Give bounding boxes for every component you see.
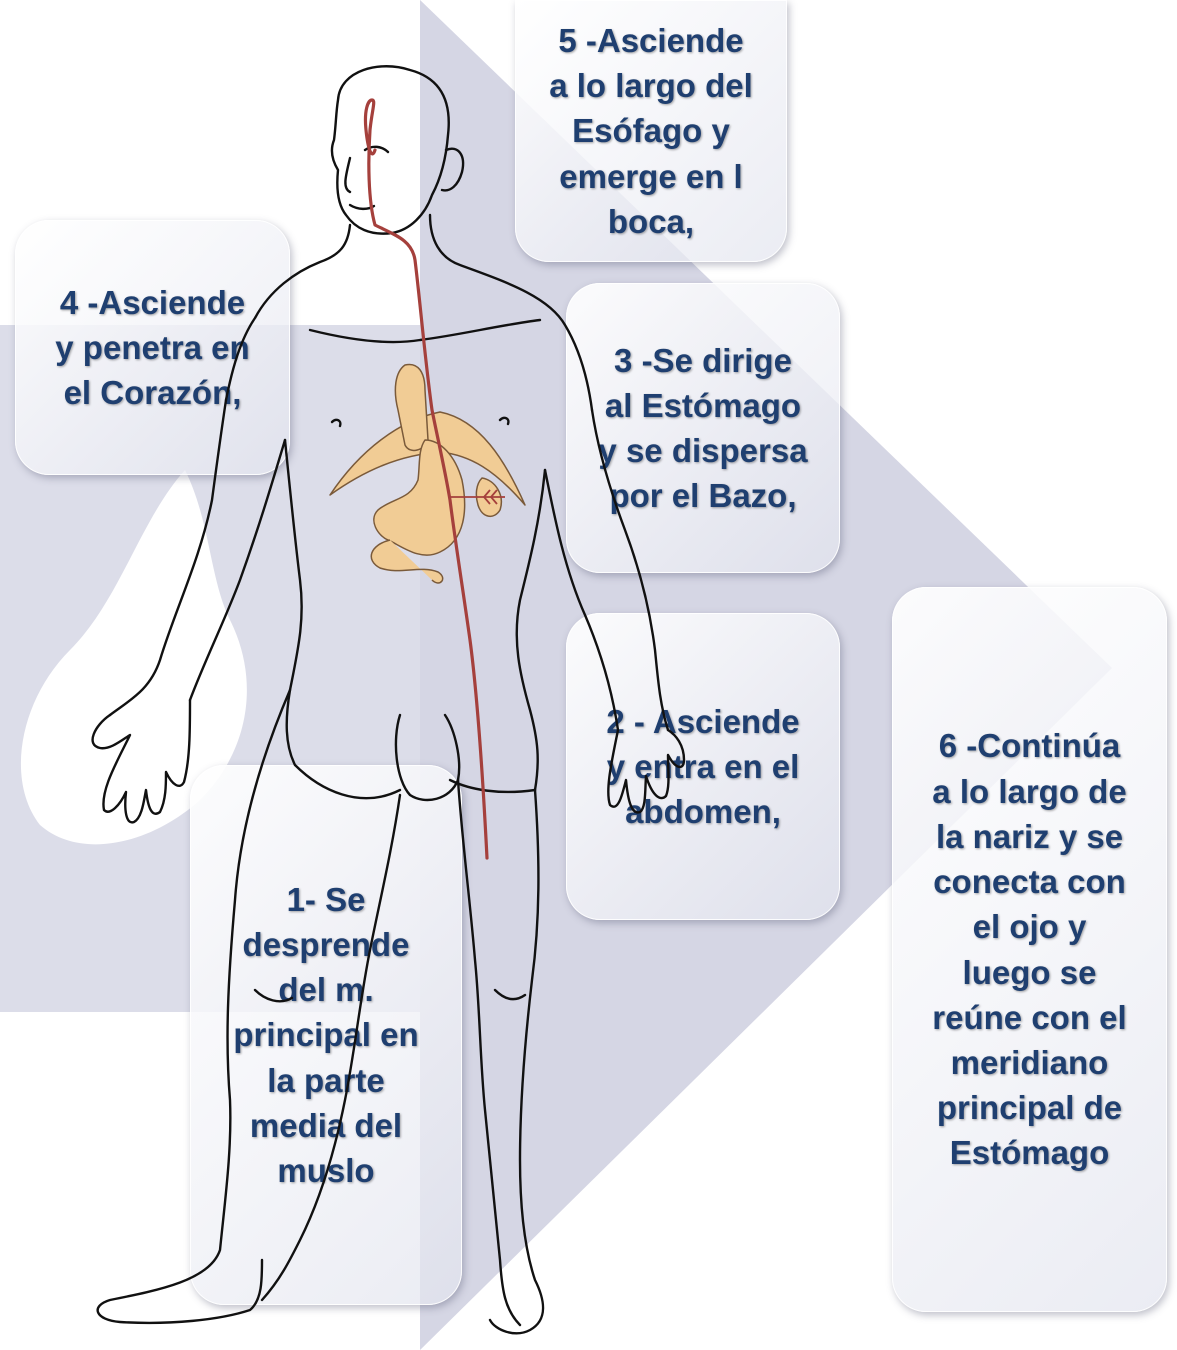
left-leg-inner xyxy=(260,793,402,1302)
meridian-line xyxy=(363,98,489,860)
groin-right xyxy=(448,778,537,794)
right-knee xyxy=(493,988,527,1001)
right-leg-outer xyxy=(488,788,545,1335)
step-1-text: 1- Se desprende del m. principal en la p… xyxy=(233,880,419,1189)
step-5-text: 5 -Asciende a lo largo del Esófago y eme… xyxy=(549,21,753,240)
ear-outline xyxy=(440,147,465,192)
step-card-6: 6 -Continúa a lo largo de la nariz y se … xyxy=(892,587,1167,1312)
left-knee xyxy=(253,988,294,1003)
right-hand xyxy=(607,728,686,814)
arrow-chevron-icon xyxy=(482,489,498,505)
head-outline xyxy=(330,65,450,235)
duodenum-shape xyxy=(370,539,444,584)
step-card-4: 4 -Asciende y penetra en el Corazón, xyxy=(15,220,290,475)
genitals xyxy=(394,713,461,802)
left-nipple xyxy=(330,418,342,428)
step-4-text: 4 -Asciende y penetra en el Corazón, xyxy=(55,283,250,412)
hand-highlight-shape xyxy=(20,470,247,845)
organs xyxy=(329,363,526,584)
right-nipple xyxy=(498,416,510,426)
left-neck-shoulder xyxy=(224,223,352,402)
groin-left xyxy=(293,763,402,800)
step-6-text: 6 -Continúa a lo largo de la nariz y se … xyxy=(932,727,1127,1172)
chest-line xyxy=(308,318,542,344)
esophagus-shape xyxy=(394,363,429,452)
torso-right xyxy=(515,468,547,792)
right-arm-inner xyxy=(543,468,620,732)
diaphragm-shape xyxy=(329,411,526,506)
left-leg-outer xyxy=(96,688,292,1325)
left-arm-inner xyxy=(188,438,287,702)
step-card-5: 5 -Asciende a lo largo del Esófago y eme… xyxy=(515,0,787,262)
left-arm-outer xyxy=(108,398,228,717)
right-arm-outer xyxy=(590,408,670,732)
eye-outline xyxy=(363,145,390,154)
left-hand xyxy=(91,698,192,824)
right-neck-shoulder xyxy=(428,213,594,412)
step-card-1: 1- Se desprende del m. principal en la p… xyxy=(190,765,462,1305)
nose-outline xyxy=(344,156,352,194)
torso-left xyxy=(283,438,303,767)
right-leg-inner xyxy=(456,778,522,1327)
